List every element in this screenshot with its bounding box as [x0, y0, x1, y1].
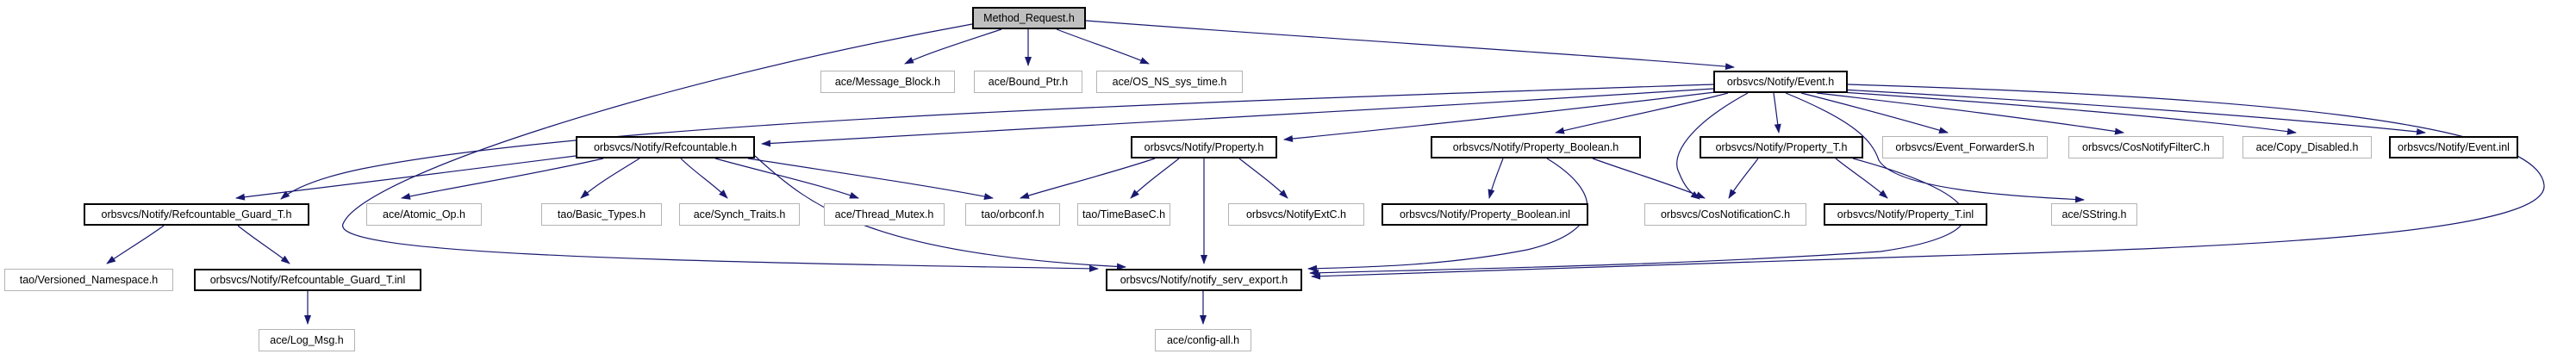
graph-node-os_ns_sys_time: ace/OS_NS_sys_time.h [1096, 71, 1243, 93]
include-edge-event_h-to-property_t [1773, 92, 1781, 134]
graph-node-method_request[interactable]: Method_Request.h [972, 7, 1086, 29]
include-edge-event_h-to-serv_export [1311, 84, 2545, 280]
graph-node-orbconf: tao/orbconf.h [965, 203, 1060, 226]
graph-node-thread_mutex: ace/Thread_Mutex.h [824, 203, 945, 226]
include-edge-refcountable-to-atomic_op [401, 158, 604, 200]
include-edge-method_request-to-serv_export [342, 23, 1099, 272]
include-edge-method_request-to-os_ns_sys_time [1056, 28, 1150, 65]
graph-node-cosnotifyfilterc: orbsvcs/CosNotifyFilterC.h [2068, 136, 2224, 158]
include-edge-event_h-to-event_inl [1840, 89, 2426, 135]
include-edge-event_h-to-sstring [1785, 92, 2085, 203]
include-edge-event_h-to-copy_disabled [1828, 90, 2297, 135]
graph-node-event_h[interactable]: orbsvcs/Notify/Event.h [1713, 71, 1848, 93]
graph-node-config_all: ace/config-all.h [1155, 329, 1251, 351]
include-edge-event_h-to-property [1283, 91, 1716, 142]
include-edge-event_h-to-cosnotifyfilterc [1816, 92, 2124, 135]
include-edge-method_request-to-message_block [904, 28, 1002, 65]
include-edge-property_boolean-to-cosnotificationc [1592, 158, 1706, 199]
include-edge-guard_t_h-to-guard_t_inl [237, 225, 290, 264]
graph-node-message_block: ace/Message_Block.h [820, 71, 955, 93]
graph-node-atomic_op: ace/Atomic_Op.h [366, 203, 482, 226]
include-edge-property_t-to-cosnotificationc [1728, 158, 1759, 199]
graph-node-timebasec: tao/TimeBaseC.h [1077, 203, 1170, 226]
graph-node-event_forwarders: orbsvcs/Event_ForwarderS.h [1882, 136, 2048, 158]
include-edge-event_h-to-refcountable [761, 88, 1714, 147]
graph-node-versioned_ns: tao/Versioned_Namespace.h [4, 269, 173, 291]
graph-node-sstring: ace/SString.h [2051, 203, 2137, 226]
include-edge-property_t-to-property_t_inl [1835, 158, 1888, 199]
include-edge-method_request-to-event_h [1085, 20, 1735, 71]
include-edge-property_boolean-to-serv_export [1307, 158, 1588, 272]
include-edge-event_h-to-cosnotificationc [1676, 92, 1749, 200]
graph-node-event_inl[interactable]: orbsvcs/Notify/Event.inl [2389, 136, 2518, 158]
include-edge-property-to-notifyextc [1238, 158, 1288, 199]
graph-node-property_boolean[interactable]: orbsvcs/Notify/Property_Boolean.h [1431, 136, 1641, 158]
include-edge-guard_t_h-to-versioned_ns [106, 225, 165, 264]
include-edge-event_h-to-property_boolean [1555, 92, 1729, 134]
include-edge-refcountable-to-serv_export [754, 155, 1126, 270]
graph-node-refcountable[interactable]: orbsvcs/Notify/Refcountable.h [576, 136, 755, 158]
graph-node-property[interactable]: orbsvcs/Notify/Property.h [1131, 136, 1277, 158]
include-edge-refcountable-to-guard_t_h [235, 155, 577, 201]
include-edge-refcountable-to-orbconf [747, 158, 994, 200]
graph-node-property_t[interactable]: orbsvcs/Notify/Property_T.h [1700, 136, 1863, 158]
include-edge-event_h-to-guard_t_h [280, 84, 1714, 200]
graph-node-guard_t_h[interactable]: orbsvcs/Notify/Refcountable_Guard_T.h [84, 203, 309, 226]
graph-node-bound_ptr: ace/Bound_Ptr.h [974, 71, 1082, 93]
graph-node-cosnotificationc: orbsvcs/CosNotificationC.h [1644, 203, 1806, 226]
graph-node-basic_types: tao/Basic_Types.h [541, 203, 662, 226]
graph-node-copy_disabled: ace/Copy_Disabled.h [2242, 136, 2372, 158]
graph-node-notifyextc: orbsvcs/NotifyExtC.h [1228, 203, 1364, 226]
graph-node-prop_bool_inl[interactable]: orbsvcs/Notify/Property_Boolean.inl [1382, 203, 1588, 226]
graph-node-serv_export[interactable]: orbsvcs/Notify/notify_serv_export.h [1106, 269, 1302, 291]
include-edge-property-to-orbconf [1020, 158, 1156, 199]
graph-node-guard_t_inl[interactable]: orbsvcs/Notify/Refcountable_Guard_T.inl [194, 269, 421, 291]
include-edge-property_t-to-serv_export [1309, 158, 1966, 276]
graph-node-property_t_inl[interactable]: orbsvcs/Notify/Property_T.inl [1824, 203, 1987, 226]
graph-node-log_msg: ace/Log_Msg.h [259, 329, 355, 351]
include-edge-event_h-to-event_forwarders [1800, 92, 1949, 134]
include-edge-refcountable-to-basic_types [580, 158, 640, 199]
include-edge-refcountable-to-thread_mutex [714, 158, 859, 199]
include-edge-property_boolean-to-prop_bool_inl [1488, 158, 1504, 199]
include-edge-property-to-timebasec [1130, 158, 1180, 199]
graph-node-synch_traits: ace/Synch_Traits.h [679, 203, 800, 226]
include-edge-refcountable-to-synch_traits [680, 158, 728, 199]
